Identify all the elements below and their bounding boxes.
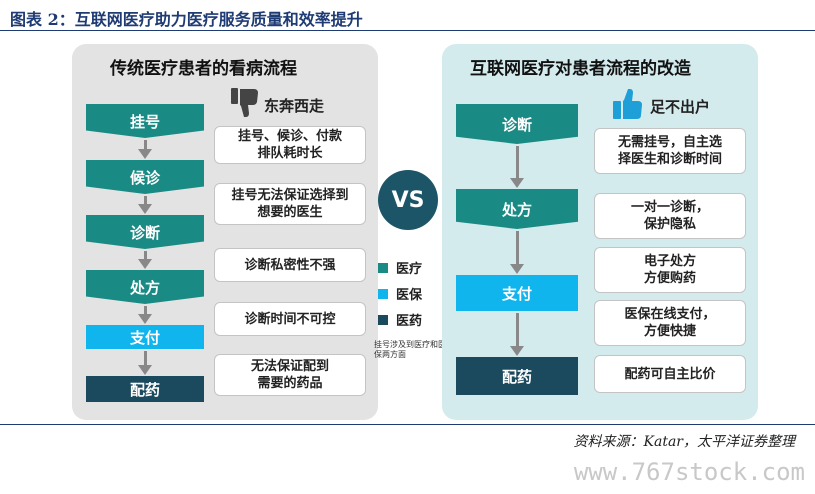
process-step-label: 挂号	[129, 112, 160, 131]
issue-note: 挂号无法保证选择到 想要的医生	[214, 183, 366, 225]
flow-arrow	[144, 351, 147, 365]
process-step: 支付	[86, 325, 204, 349]
vs-badge: VS	[378, 170, 438, 230]
watermark: www.767stock.com	[573, 458, 805, 486]
thumbs-up-icon	[612, 86, 644, 126]
flow-arrow	[144, 251, 147, 259]
source-note: 资料来源：Katar，太平洋证券整理	[573, 434, 795, 450]
flow-arrow	[516, 231, 519, 264]
arrow-head-icon	[138, 149, 152, 159]
thumbs-down-icon	[230, 86, 260, 124]
thumbs-down-badge: 东奔西走	[230, 86, 324, 124]
process-step-label: 配药	[129, 380, 160, 399]
thumbs-up-badge: 足不出户	[612, 86, 710, 126]
legend-swatch	[378, 314, 388, 325]
figure-title: 图表 2：互联网医疗助力医疗服务质量和效率提升	[10, 10, 363, 29]
issue-note: 配药可自主比价	[594, 355, 746, 393]
legend-item: 医保	[378, 284, 422, 303]
arrow-head-icon	[138, 314, 152, 324]
internet-title: 互联网医疗对患者流程的改造	[470, 59, 691, 79]
process-step: 配药	[456, 357, 578, 395]
thumbs-down-label: 东奔西走	[264, 96, 325, 115]
flow-arrow	[516, 146, 519, 178]
issue-note: 挂号、候诊、付款 排队耗时长	[214, 126, 366, 164]
issue-note: 诊断私密性不强	[214, 248, 366, 282]
legend-note: 挂号涉及到医疗和医保两方面	[374, 340, 446, 359]
process-step-label: 支付	[501, 284, 532, 303]
issue-note: 电子处方 方便购药	[594, 247, 746, 293]
process-step: 配药	[86, 376, 204, 402]
process-step: 挂号	[86, 104, 204, 138]
legend-label: 医保	[396, 288, 423, 303]
top-rule	[0, 30, 815, 31]
issue-note: 无需挂号，自主选 择医生和诊断时间	[594, 128, 746, 174]
legend-label: 医疗	[396, 262, 423, 277]
process-step: 候诊	[86, 160, 204, 194]
legend-item: 医疗	[378, 258, 422, 277]
process-step-label: 诊断	[129, 223, 160, 242]
arrow-head-icon	[138, 204, 152, 214]
legend-swatch	[378, 262, 388, 273]
arrow-head-icon	[510, 264, 524, 274]
process-step: 诊断	[86, 215, 204, 249]
arrow-head-icon	[138, 259, 152, 269]
arrow-head-icon	[510, 178, 524, 188]
process-step-label: 候诊	[129, 168, 160, 187]
flow-arrow	[144, 140, 147, 149]
process-step: 处方	[86, 270, 204, 304]
process-step-label: 诊断	[501, 115, 532, 134]
legend-swatch	[378, 288, 388, 299]
issue-note: 医保在线支付， 方便快捷	[594, 300, 746, 346]
issue-note: 无法保证配到 需要的药品	[214, 354, 366, 396]
flow-arrow	[516, 313, 519, 346]
process-step-label: 处方	[129, 278, 160, 297]
flow-arrow	[144, 196, 147, 204]
process-step: 支付	[456, 275, 578, 311]
process-step-label: 配药	[501, 367, 532, 386]
flow-arrow	[144, 306, 147, 314]
legend-item: 医药	[378, 310, 422, 329]
arrow-head-icon	[510, 346, 524, 356]
legend-label: 医药	[396, 314, 423, 329]
issue-note: 诊断时间不可控	[214, 302, 366, 336]
thumbs-up-label: 足不出户	[650, 97, 711, 116]
arrow-head-icon	[138, 365, 152, 375]
process-step: 处方	[456, 189, 578, 229]
traditional-title: 传统医疗患者的看病流程	[110, 59, 297, 79]
issue-note: 一对一诊断， 保护隐私	[594, 193, 746, 239]
bottom-rule	[0, 424, 815, 425]
process-step-label: 处方	[501, 200, 532, 219]
process-step-label: 支付	[129, 328, 160, 347]
process-step: 诊断	[456, 104, 578, 144]
